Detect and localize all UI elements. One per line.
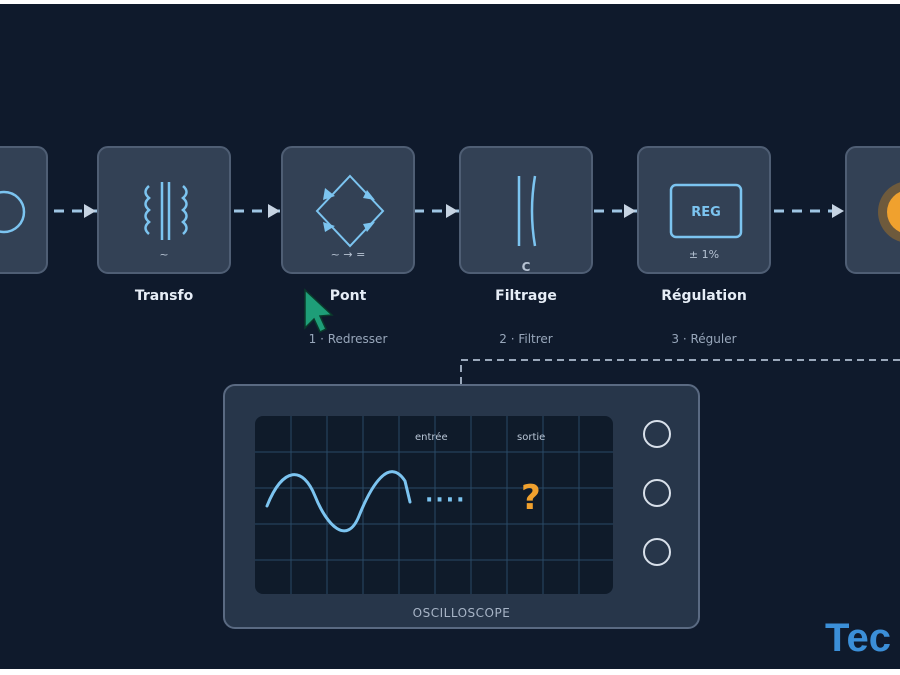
step-reguler: 3 · Réguler [671, 332, 737, 346]
oscilloscope-knob-1[interactable] [643, 420, 671, 448]
arrow-head-3 [446, 204, 458, 218]
output-trace-label: sortie [517, 432, 546, 443]
block-sub-filtrage: C [521, 260, 531, 274]
block-label-regulation: Régulation [661, 288, 747, 304]
block-sortie[interactable] [845, 146, 900, 274]
oscilloscope-title: OSCILLOSCOPE [412, 606, 511, 620]
oscilloscope-knob-3[interactable] [643, 538, 671, 566]
oscilloscope-knob-2[interactable] [643, 479, 671, 507]
block-label-source: ur [0, 288, 48, 304]
transformer-icon [144, 182, 188, 240]
arrow-head-4 [624, 204, 636, 218]
oscilloscope-screen: entrée sortie ···· ? [255, 416, 613, 594]
step-redresser: 1 · Redresser [308, 332, 388, 346]
block-regulation[interactable]: REG ± 1% [637, 146, 771, 274]
block-label-filtrage: Filtrage [495, 288, 557, 304]
regulator-chip-label: REG [691, 205, 721, 220]
diode-bridge-icon [315, 174, 385, 248]
block-sub-pont: ~ → = [330, 248, 366, 261]
brand-logo: Tec [825, 616, 891, 660]
block-label-transfo: Transfo [134, 288, 194, 304]
block-pont[interactable]: ~ → = [281, 146, 415, 274]
input-trace-label: entrée [415, 432, 448, 443]
arrow-head-5 [832, 204, 844, 218]
step-filtrer: 2 · Filtrer [499, 332, 553, 346]
block-transfo[interactable]: ~ [97, 146, 231, 274]
block-sub-transfo: ~ [159, 248, 169, 261]
capacitor-icon [517, 175, 537, 247]
unknown-output-marker: ? [521, 478, 541, 518]
mouse-cursor-icon [304, 288, 334, 334]
sine-source-icon [0, 190, 26, 234]
trace-dots: ···· [425, 488, 467, 513]
block-source[interactable] [0, 146, 48, 274]
arrow-head-2 [268, 204, 280, 218]
block-label-sortie: S [845, 288, 900, 304]
lamp-icon [878, 182, 900, 242]
regulator-chip-icon: REG [669, 183, 743, 239]
oscilloscope-grid [255, 416, 613, 594]
block-sub-regulation: ± 1% [688, 248, 720, 261]
block-label-pont: Pont [329, 288, 367, 304]
block-filtrage[interactable]: C [459, 146, 593, 274]
diagram-canvas: ur ~ Transfo ~ → = Pont C Filtrage [0, 4, 900, 669]
oscilloscope: entrée sortie ···· ? OSCILLOSCOPE [223, 384, 700, 629]
arrow-head-1 [84, 204, 96, 218]
oscilloscope-probe-line [460, 359, 900, 384]
input-sine-wave [265, 470, 412, 533]
